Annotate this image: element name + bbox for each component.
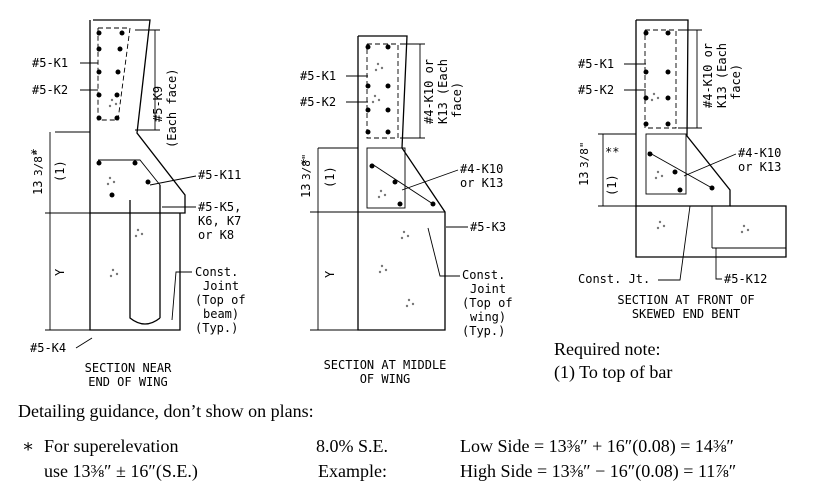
k5-hook xyxy=(129,185,161,325)
beam-outline xyxy=(89,213,181,331)
k10-label-3-3: face) xyxy=(729,64,743,100)
k13-stirrup xyxy=(366,147,406,209)
k10b-label-3-1: #4-K10 xyxy=(738,146,781,160)
guidance-col1-line1: For superelevation xyxy=(44,436,178,456)
section-2-title-1: SECTION AT MIDDLE xyxy=(324,358,447,372)
k9-stirrup xyxy=(97,27,131,121)
rebar-dots-3 xyxy=(643,30,715,193)
section-3-title-1: SECTION AT FRONT OF xyxy=(617,293,754,307)
const-joint-2-5: (Typ.) xyxy=(462,324,505,338)
asterisk-2: * xyxy=(300,157,307,171)
section-near-end: #5-K9 (Each face) #5-K1 #5-K2 #5-K11 #5-… xyxy=(30,19,246,389)
y-1: Y xyxy=(53,268,67,276)
k13-stirrup-3 xyxy=(645,133,687,195)
guidance-high-side: High Side = 13⅜″ − 16″(0.08) = 11⅞″ xyxy=(460,461,736,482)
k2-label: #5-K2 xyxy=(32,83,68,97)
guidance-col2-line1: 8.0% S.E. xyxy=(316,436,388,456)
section-front: #4-K10 or K13 (Each face) #5-K1 #5-K2 #4… xyxy=(577,19,787,321)
k5-label-2: K6, K7 xyxy=(198,214,241,228)
k5-label-3: or K8 xyxy=(198,228,234,242)
required-note-text: (1) To top of bar xyxy=(554,362,672,383)
dim-1-frac: 3/8" xyxy=(32,150,45,177)
const-jt-label: Const. Jt. xyxy=(578,272,650,286)
aggregate-marks-2 xyxy=(371,62,415,308)
k3-label: #5-K3 xyxy=(470,220,506,234)
each-face-label: (Each face) xyxy=(165,69,179,148)
k4-label: #5-K4 xyxy=(30,341,66,355)
k10-label-2: K13 (Each xyxy=(436,59,450,124)
const-joint-2-2: Joint xyxy=(470,282,506,296)
dim-2-frac: 3/8" xyxy=(300,154,313,181)
const-joint-2-4: wing) xyxy=(470,310,506,324)
required-note-heading: Required note: xyxy=(554,339,660,359)
asterisk-1: * xyxy=(30,147,37,161)
rebar-dots-2 xyxy=(365,44,436,207)
k10-label-3-1: #4-K10 or xyxy=(701,43,715,108)
dim-3-frac: 3/8" xyxy=(578,142,591,169)
dim-3-main: 13 xyxy=(577,172,591,186)
aggregate-marks xyxy=(106,98,144,278)
k10-stirrup xyxy=(366,43,399,139)
const-joint-2: Joint xyxy=(203,279,239,293)
k1-label-3: #5-K1 xyxy=(578,57,614,71)
k2-label-3: #5-K2 xyxy=(578,83,614,97)
guidance-low-side: Low Side = 13⅜″ + 16″(0.08) = 14⅜″ xyxy=(460,436,734,457)
const-joint-2-1: Const. xyxy=(462,268,505,282)
section-1-title-2: END OF WING xyxy=(88,375,167,389)
dim-2-main: 13 xyxy=(299,184,313,198)
guidance-col2-line2: Example: xyxy=(318,461,387,481)
const-joint-4: beam) xyxy=(203,307,239,321)
dim-1-note: (1) xyxy=(53,160,67,182)
k10b-label-2: or K13 xyxy=(460,176,503,190)
y-2: Y xyxy=(323,270,337,278)
guidance-heading: Detailing guidance, don’t show on plans: xyxy=(18,401,314,421)
k10-stirrup-3 xyxy=(644,29,677,129)
guidance-col1-line2: use 13⅜″ ± 16″(S.E.) xyxy=(44,461,198,482)
k1-label-2: #5-K1 xyxy=(300,69,336,83)
k10-label-1: #4-K10 or xyxy=(422,59,436,124)
k10b-label-3-2: or K13 xyxy=(738,160,781,174)
dim-3-note: (1) xyxy=(605,174,619,196)
k11-label: #5-K11 xyxy=(198,168,241,182)
k10b-label-1: #4-K10 xyxy=(460,162,503,176)
const-joint-3: (Top of xyxy=(195,293,246,307)
section-1-title-1: SECTION NEAR xyxy=(85,361,172,375)
aggregate-marks-3 xyxy=(650,92,750,234)
guidance-asterisk: ∗ xyxy=(22,436,34,456)
rebar-dots xyxy=(96,30,151,198)
k1-label: #5-K1 xyxy=(32,56,68,70)
const-joint-1: Const. xyxy=(195,265,238,279)
k10-label-3-2: K13 (Each xyxy=(715,43,729,108)
k2-label-2: #5-K2 xyxy=(300,95,336,109)
bent-outline xyxy=(635,205,787,258)
section-2-title-2: OF WING xyxy=(360,372,411,386)
dim-2-note: (1) xyxy=(323,166,337,188)
dim-1-main: 13 xyxy=(31,181,45,195)
const-joint-2-3: (Top of xyxy=(462,296,513,310)
k5-label-1: #5-K5, xyxy=(198,200,241,214)
const-joint-5: (Typ.) xyxy=(195,321,238,335)
section-middle: #4-K10 or K13 (Each face) #5-K1 #5-K2 #4… xyxy=(299,35,513,386)
asterisk-3: ** xyxy=(605,145,619,159)
k12-label: #5-K12 xyxy=(724,272,767,286)
section-3-title-2: SKEWED END BENT xyxy=(632,307,740,321)
k10-label-3: face) xyxy=(450,82,464,118)
k9-label: #5-K9 xyxy=(151,86,165,122)
